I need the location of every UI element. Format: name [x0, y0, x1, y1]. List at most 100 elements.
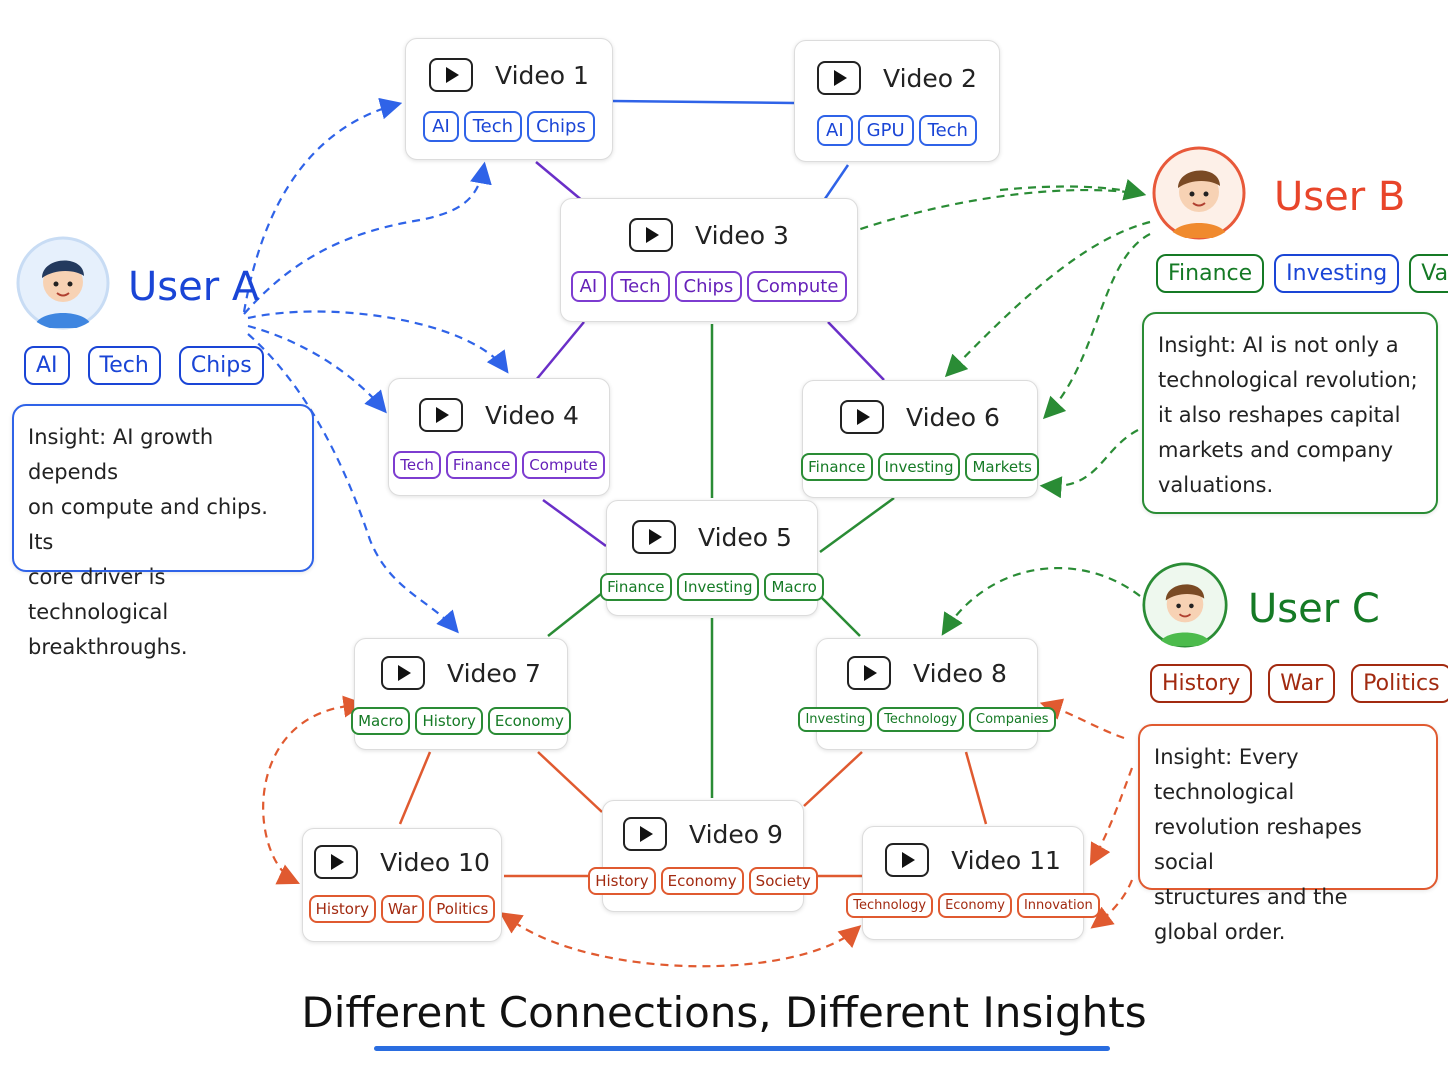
- path-a-v7: [247, 333, 459, 634]
- video-node-2[interactable]: Video 2 AI GPU Tech: [794, 40, 1000, 162]
- play-icon[interactable]: [840, 400, 885, 434]
- video-title: Video 8: [913, 658, 1007, 688]
- user-a-insight: Insight: AI growth depends on compute an…: [12, 404, 314, 659]
- video-title: Video 1: [495, 60, 589, 90]
- tag: Innovation: [1016, 893, 1100, 918]
- video-node-11[interactable]: Video 11 Technology Economy Innovation: [846, 826, 1100, 940]
- tag: Chips: [674, 271, 743, 302]
- user-a-avatar: [16, 236, 110, 330]
- insight-line: markets and company: [1158, 438, 1394, 462]
- play-icon[interactable]: [885, 843, 930, 877]
- video-node-7[interactable]: Video 7 Macro History Economy: [351, 638, 571, 750]
- video-title: Video 11: [951, 845, 1061, 875]
- tag: Society: [748, 867, 818, 895]
- insight-line: Insight: AI growth depends: [28, 425, 214, 484]
- user-tag: Value: [1409, 254, 1448, 293]
- edge-v5-v8: [819, 595, 861, 637]
- tag: Economy: [938, 893, 1012, 918]
- play-icon[interactable]: [847, 656, 892, 690]
- path-c-v11: [1089, 767, 1134, 866]
- edge-v6-v5: [819, 496, 895, 554]
- video-node-3[interactable]: Video 3 AI Tech Chips Compute: [560, 198, 858, 322]
- video-node-8[interactable]: Video 8 Investing Technology Companies: [798, 638, 1056, 750]
- insight-line: global order.: [1154, 920, 1286, 944]
- path-c-v11b: [1090, 879, 1134, 929]
- user-b-name: User B: [1274, 174, 1406, 220]
- video-node-1[interactable]: Video 1 AI Tech Chips: [405, 38, 613, 160]
- tag: Compute: [747, 271, 848, 302]
- path-c-v8: [941, 567, 1141, 636]
- user-a-name: User A: [128, 264, 260, 310]
- caption-underline: [374, 1046, 1110, 1051]
- edge-v7-v10: [398, 751, 432, 825]
- insight-line: revolution reshapes social: [1154, 815, 1362, 874]
- tag: Tech: [611, 271, 670, 302]
- user-a-tags: AI Tech Chips: [24, 346, 264, 385]
- insight-line: Insight: Every technological: [1154, 745, 1299, 804]
- play-icon[interactable]: [381, 656, 426, 690]
- video-node-6[interactable]: Video 6 Finance Investing Markets: [801, 380, 1039, 498]
- play-icon[interactable]: [314, 845, 359, 879]
- video-node-9[interactable]: Video 9 History Economy Society: [588, 800, 818, 912]
- path-b-v6b: [1042, 233, 1151, 420]
- edge-v7-v9: [537, 751, 603, 813]
- video-title: Video 10: [380, 847, 490, 877]
- user-tag: History: [1150, 664, 1253, 703]
- edge-v3-v6: [827, 321, 885, 381]
- play-icon[interactable]: [817, 61, 862, 95]
- video-title: Video 4: [485, 400, 579, 430]
- user-tag: War: [1268, 664, 1336, 703]
- tag: Macro: [351, 707, 411, 735]
- video-title: Video 9: [689, 819, 783, 849]
- play-icon[interactable]: [632, 520, 677, 554]
- user-c-insight: Insight: Every technological revolution …: [1138, 724, 1438, 944]
- video-node-5[interactable]: Video 5 Finance Investing Macro: [600, 500, 824, 616]
- insight-line: valuations.: [1158, 473, 1274, 497]
- path-v10-v11: [499, 912, 862, 968]
- play-icon[interactable]: [419, 398, 464, 432]
- tag: Compute: [522, 451, 605, 479]
- tag: Companies: [969, 707, 1056, 732]
- insight-line: Insight: AI is not only a: [1158, 333, 1399, 357]
- tag: Tech: [463, 111, 523, 142]
- video-node-10[interactable]: Video 10 History War Politics: [302, 828, 502, 942]
- video-node-4[interactable]: Video 4 Tech Finance Compute: [388, 378, 610, 496]
- path-v7-v10: [262, 695, 366, 885]
- path-a-v4: [247, 310, 509, 374]
- tag: Markets: [965, 453, 1039, 481]
- video-title: Video 3: [695, 220, 789, 250]
- path-b-v3: [825, 189, 1145, 244]
- tag: Finance: [600, 573, 672, 601]
- video-title: Video 2: [883, 63, 977, 93]
- user-tag: Chips: [178, 346, 264, 385]
- tag: Technology: [877, 707, 965, 732]
- insight-line: structures and the: [1154, 885, 1348, 909]
- tag: Finance: [445, 451, 518, 479]
- play-icon[interactable]: [429, 58, 474, 92]
- insight-line: it also reshapes capital: [1158, 403, 1401, 427]
- path-b-v3-start: [999, 179, 1147, 201]
- edge-v1-v2: [611, 99, 795, 105]
- user-tag: Investing: [1274, 254, 1400, 293]
- user-b-insight: Insight: AI is not only a technological …: [1142, 312, 1438, 514]
- user-c-avatar: [1142, 562, 1228, 648]
- user-tag: Tech: [87, 346, 161, 385]
- user-c-name: User C: [1248, 586, 1380, 632]
- tag: AI: [423, 111, 459, 142]
- play-icon[interactable]: [629, 218, 674, 252]
- edge-v5-v7: [547, 589, 607, 637]
- video-title: Video 6: [906, 402, 1000, 432]
- user-c-tags: History War Politics: [1150, 664, 1448, 703]
- user-b-avatar: [1152, 146, 1246, 240]
- path-a-v4b: [247, 324, 387, 414]
- tag: History: [415, 707, 483, 735]
- caption: Different Connections, Different Insight…: [301, 988, 1147, 1037]
- play-icon[interactable]: [623, 817, 668, 851]
- tag: History: [308, 895, 376, 923]
- path-a-v1: [242, 97, 403, 313]
- path-c-v8-red: [1039, 698, 1125, 740]
- tag: Economy: [660, 867, 744, 895]
- user-tag: Finance: [1156, 254, 1265, 293]
- tag: Investing: [676, 573, 760, 601]
